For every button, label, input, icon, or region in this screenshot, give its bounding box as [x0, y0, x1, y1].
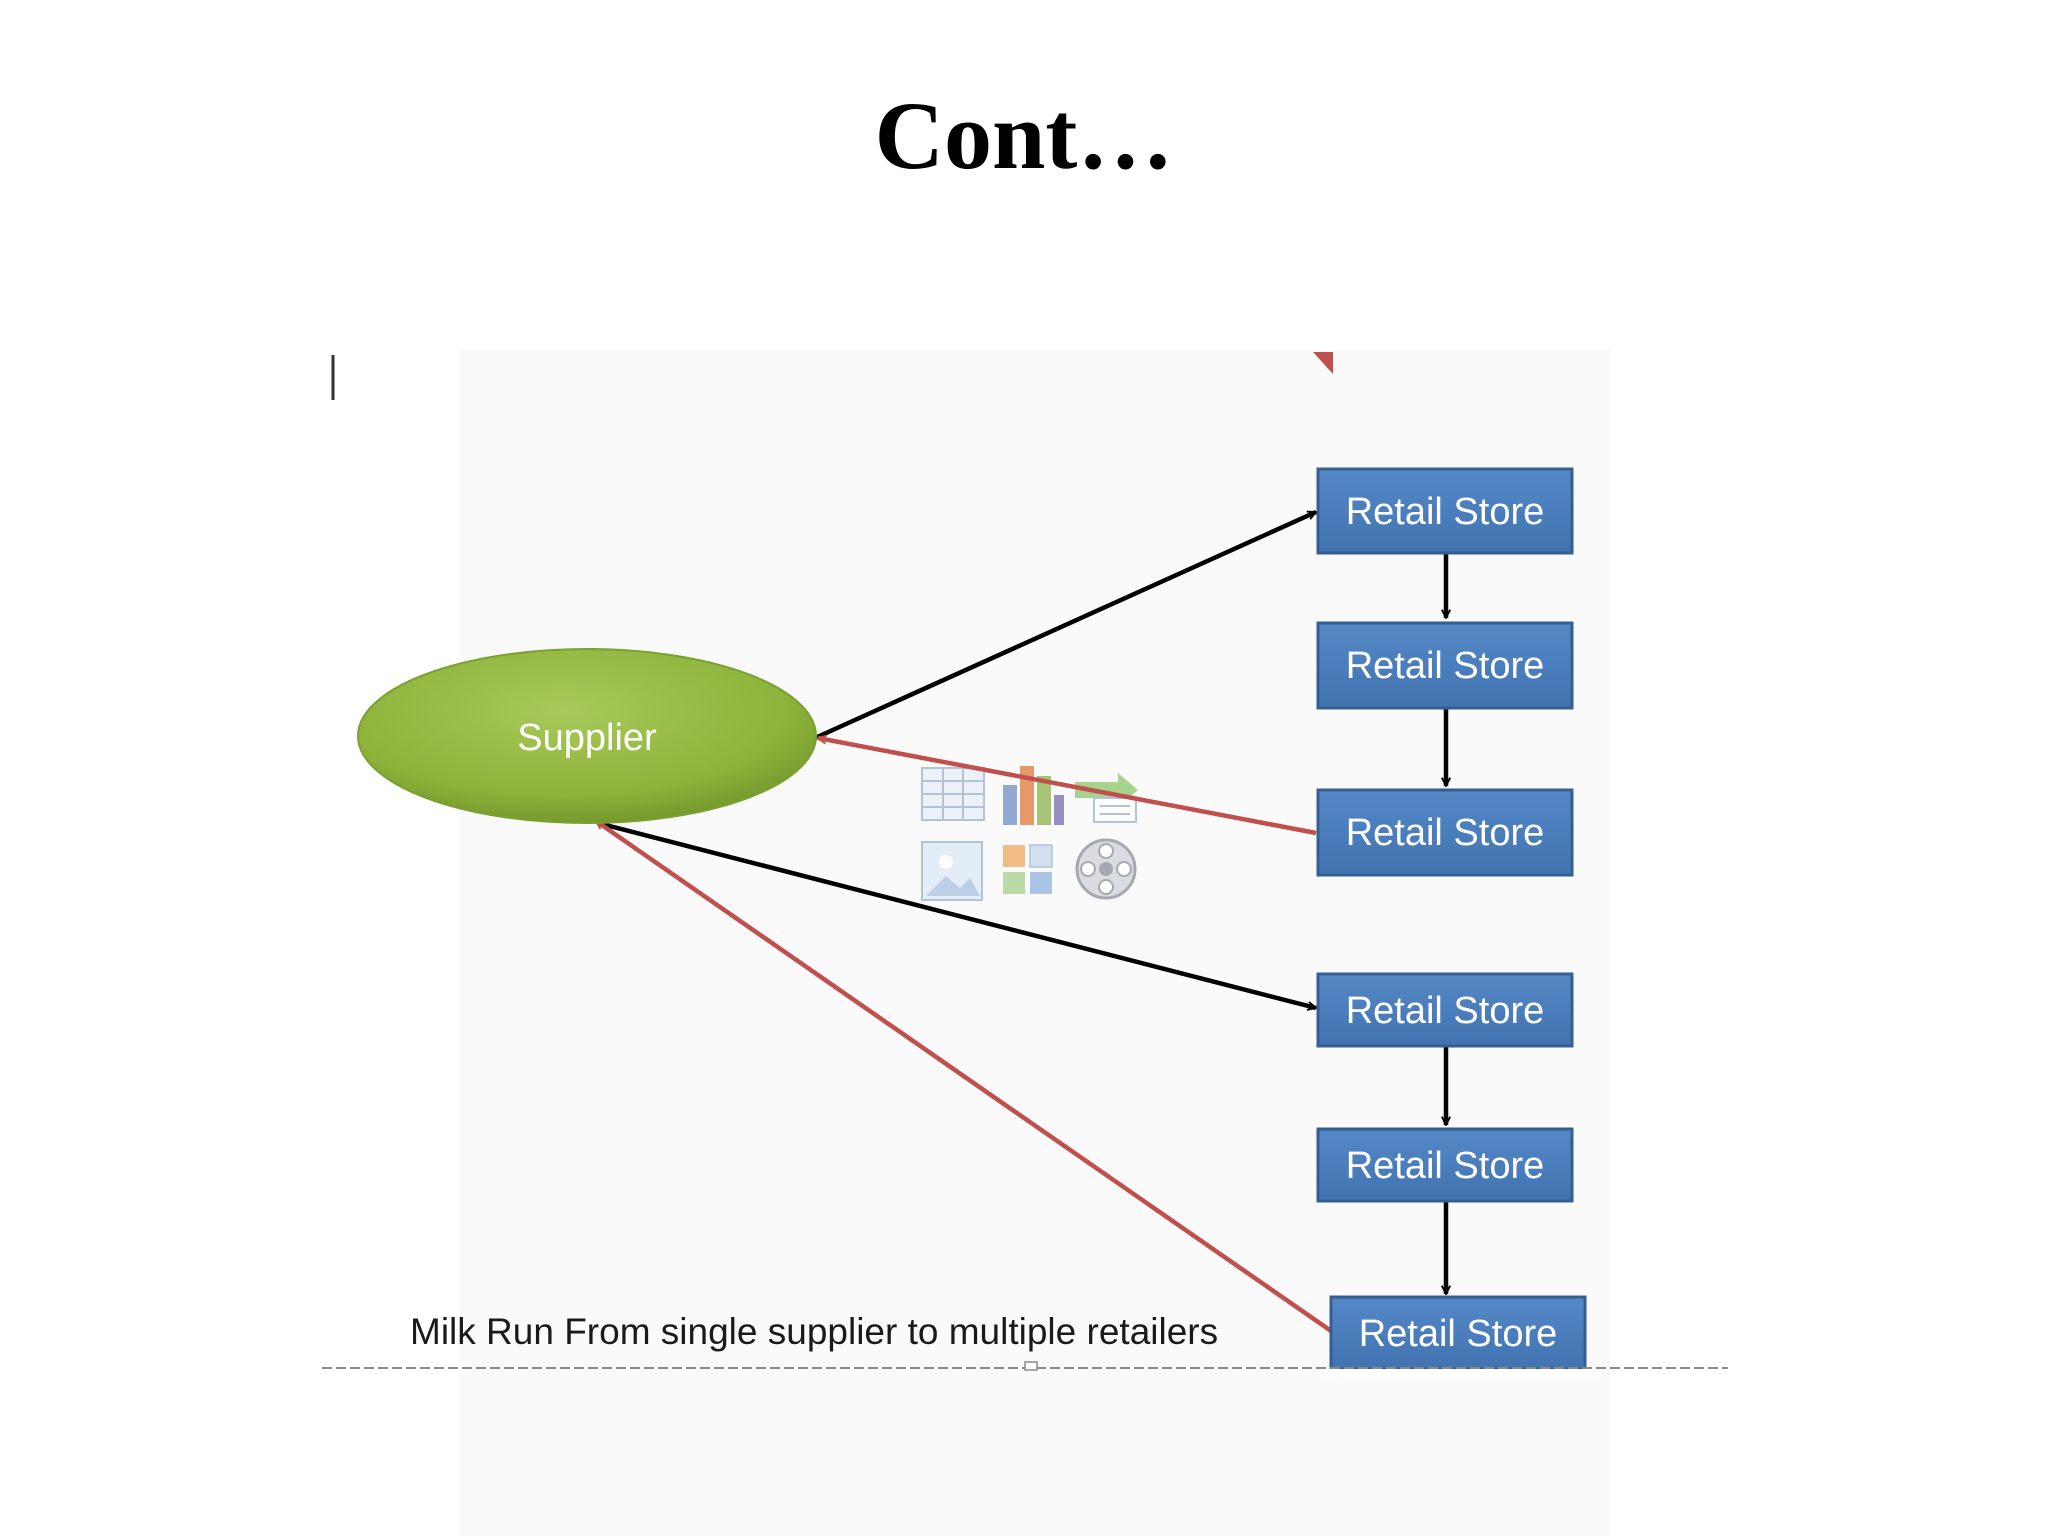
retail-store-6[interactable]: Retail Store	[1329, 1295, 1587, 1371]
table-icon[interactable]	[921, 767, 985, 821]
retail-store-label: Retail Store	[1346, 645, 1545, 687]
arrow-supplier-to-store-1	[814, 509, 1316, 741]
retail-store-2[interactable]: Retail Store	[1316, 621, 1574, 710]
picture-icon[interactable]	[921, 841, 983, 901]
resize-handle[interactable]	[1024, 1361, 1038, 1371]
arrow-supplier-to-store-4	[597, 820, 1316, 1008]
content-placeholder-icons[interactable]	[921, 766, 1138, 901]
media-icon[interactable]	[1075, 838, 1137, 900]
retail-store-label: Retail Store	[1359, 1313, 1558, 1355]
diagram-caption: Milk Run From single supplier to multipl…	[410, 1311, 1218, 1352]
retail-store-label: Retail Store	[1346, 990, 1545, 1032]
retail-store-4[interactable]: Retail Store	[1316, 972, 1574, 1048]
smartart-icon[interactable]	[1075, 773, 1138, 823]
red-corner-mark	[1313, 352, 1333, 374]
retail-store-label: Retail Store	[1346, 491, 1545, 533]
retail-store-3[interactable]: Retail Store	[1316, 788, 1574, 877]
picture-crop-mask	[1320, 1369, 1600, 1377]
supplier-node[interactable]: Supplier	[357, 648, 817, 824]
return-arrow-store-6-to-supplier	[596, 819, 1336, 1335]
retail-store-label: Retail Store	[1346, 1145, 1545, 1187]
supplier-label: Supplier	[517, 717, 657, 759]
clipart-icon[interactable]	[1003, 844, 1053, 894]
retail-store-label: Retail Store	[1346, 812, 1545, 854]
slide-title: Cont…	[874, 82, 1174, 189]
retail-store-5[interactable]: Retail Store	[1316, 1127, 1574, 1203]
retail-store-1[interactable]: Retail Store	[1316, 467, 1574, 555]
return-arrow-store-3-to-supplier	[818, 738, 1317, 836]
